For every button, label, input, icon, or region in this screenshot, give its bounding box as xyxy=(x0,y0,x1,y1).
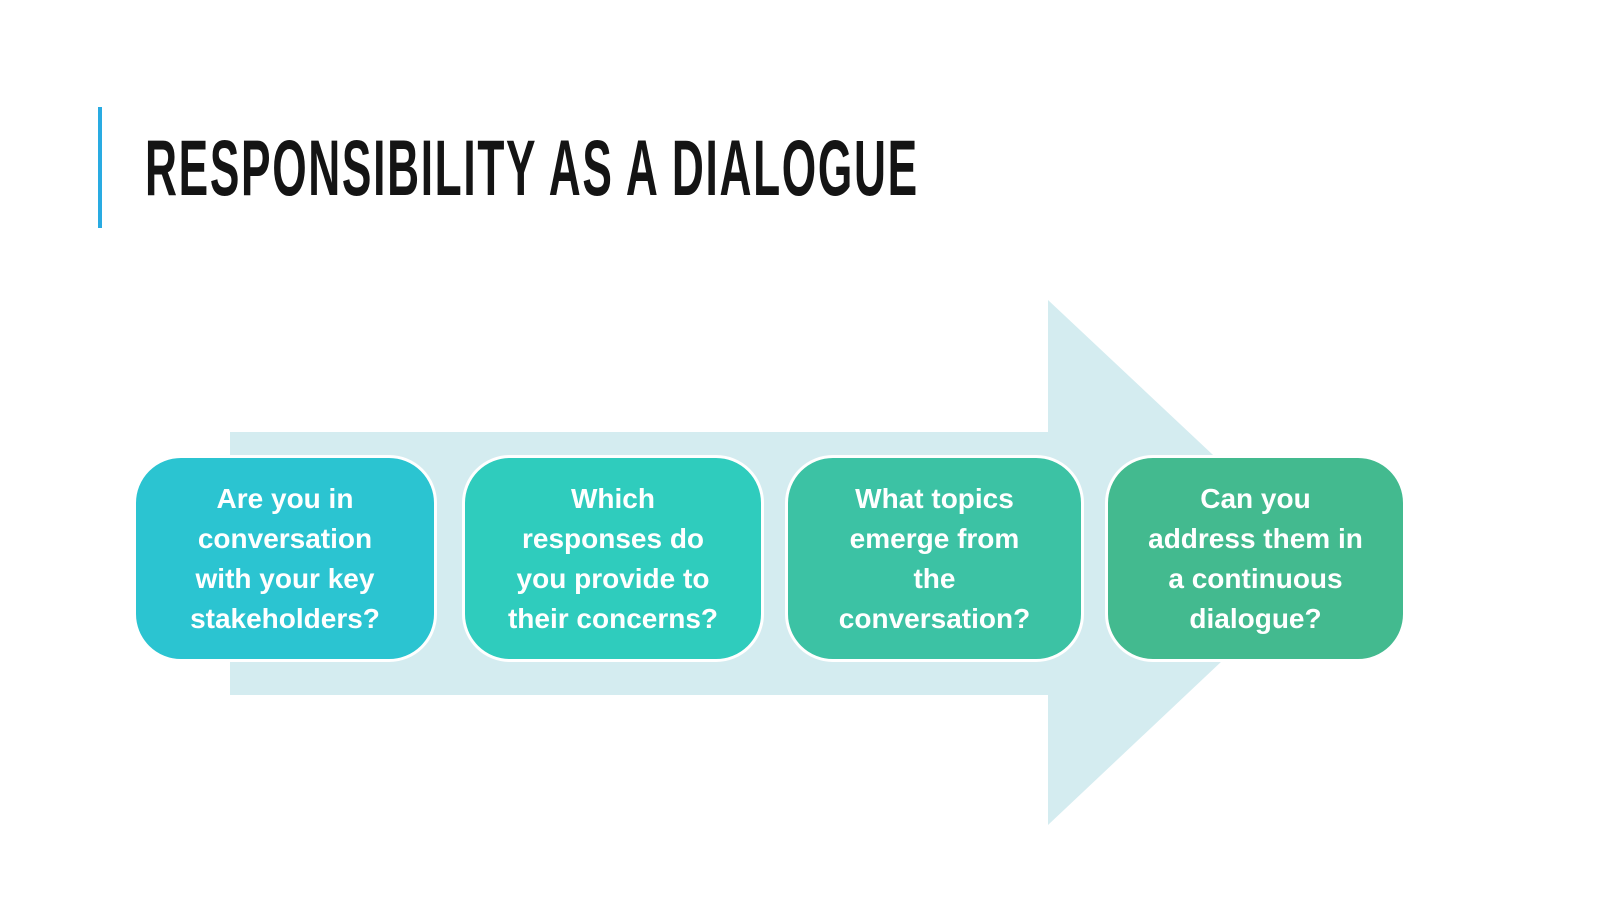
step-text: Can you address them in a continuous dia… xyxy=(1148,482,1363,634)
right-arrow-icon xyxy=(230,300,1327,825)
title-accent-bar xyxy=(98,107,102,228)
step-box-responses: Which responses do you provide to their … xyxy=(462,455,764,662)
step-text: What topics emerge from the conversation… xyxy=(838,482,1031,634)
step-text: Are you in conversation with your key st… xyxy=(190,482,380,634)
step-box-continuous-dialogue: Can you address them in a continuous dia… xyxy=(1105,455,1406,662)
slide-title: RESPONSIBILITY AS A DIALOGUE xyxy=(145,123,919,212)
step-box-stakeholder-conversation: Are you in conversation with your key st… xyxy=(133,455,437,662)
step-box-topics: What topics emerge from the conversation… xyxy=(785,455,1084,662)
step-text: Which responses do you provide to their … xyxy=(507,482,719,634)
